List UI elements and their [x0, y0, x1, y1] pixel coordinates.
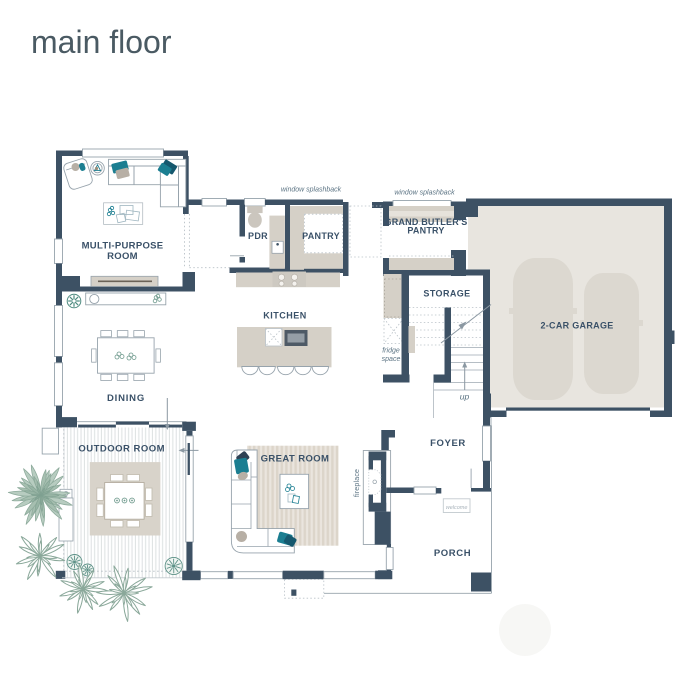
svg-text:PORCH: PORCH — [434, 548, 471, 559]
svg-text:KITCHEN: KITCHEN — [263, 311, 307, 321]
svg-text:PANTRY: PANTRY — [302, 231, 340, 241]
svg-text:fireplace: fireplace — [354, 469, 361, 497]
svg-text:PDR: PDR — [248, 231, 268, 241]
svg-text:ROOM: ROOM — [107, 251, 138, 262]
svg-text:2-CAR GARAGE: 2-CAR GARAGE — [540, 321, 613, 331]
svg-text:fridge: fridge — [382, 348, 400, 355]
svg-text:GREAT ROOM: GREAT ROOM — [261, 454, 330, 465]
svg-text:window splashback: window splashback — [394, 190, 455, 197]
svg-text:window splashback: window splashback — [281, 187, 342, 194]
svg-text:GRAND BUTLER'S: GRAND BUTLER'S — [385, 217, 468, 227]
svg-text:PANTRY: PANTRY — [407, 226, 444, 236]
svg-text:FOYER: FOYER — [430, 438, 466, 449]
svg-text:DINING: DINING — [107, 393, 145, 404]
svg-text:OUTDOOR ROOM: OUTDOOR ROOM — [78, 444, 165, 455]
svg-text:welcome: welcome — [446, 505, 468, 511]
svg-text:up: up — [460, 392, 470, 402]
svg-text:STORAGE: STORAGE — [423, 289, 470, 299]
svg-text:space: space — [382, 356, 401, 363]
svg-text:MULTI-PURPOSE: MULTI-PURPOSE — [82, 241, 164, 252]
